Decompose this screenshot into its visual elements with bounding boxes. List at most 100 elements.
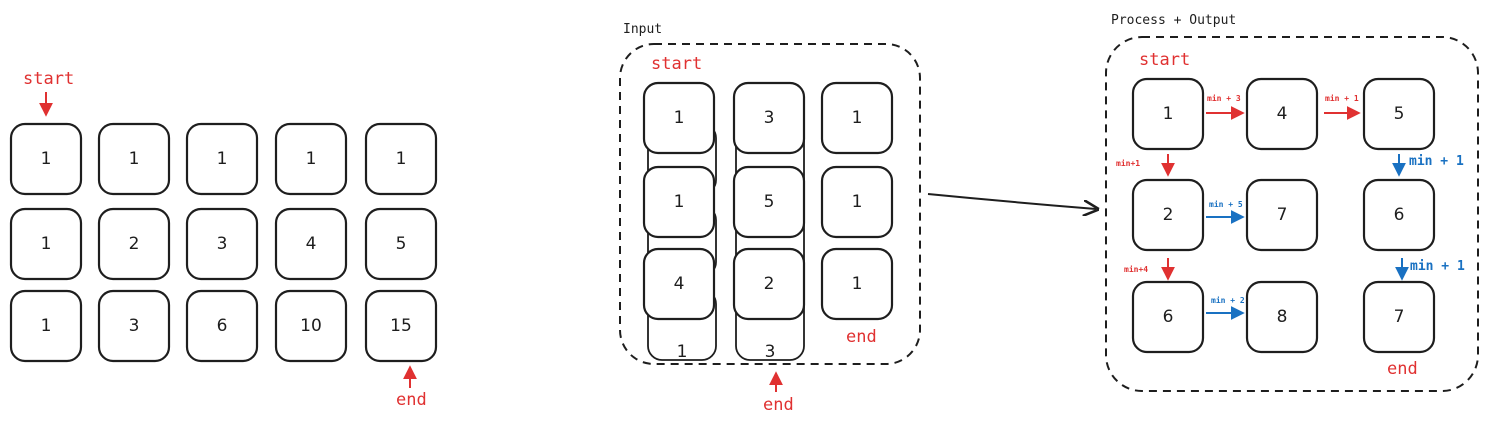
input-cell-r1-c1-box <box>732 165 806 239</box>
left-cell-r1-c3-value: 4 <box>306 234 317 254</box>
input-cell-r0-c1-value: 3 <box>764 108 775 128</box>
output-cell-r0-c0-box <box>1131 77 1205 151</box>
output-cell-r2-c2-value: 7 <box>1394 307 1405 327</box>
out-label-c2-v2: min + 1 <box>1410 259 1465 274</box>
input-cell-r1-c2: 1 <box>820 165 894 239</box>
left-cell-r0-c3-box <box>274 122 348 196</box>
left-cell-r2-c2: 6 <box>185 289 259 363</box>
out-label-c0-v1: min+1 <box>1116 158 1140 168</box>
output-cell-r2-c1-box <box>1245 280 1319 354</box>
output-cell-r1-c2: 6 <box>1362 178 1436 252</box>
output-cell-r0-c2: 5 <box>1362 77 1436 151</box>
left-cell-r0-c1-box <box>97 122 171 196</box>
output-end-label: end <box>1387 359 1418 379</box>
input-cell-r0-c2-box <box>820 81 894 155</box>
left-cell-r1-c1-box <box>97 207 171 281</box>
output-cell-r1-c2-box <box>1362 178 1436 252</box>
input-peek-value-r2-c1: 3 <box>765 342 776 362</box>
left-cell-r1-c3-box <box>274 207 348 281</box>
output-cell-r0-c0-value: 1 <box>1163 104 1174 124</box>
input-title: Input <box>623 22 662 37</box>
left-cell-r0-c1-value: 1 <box>129 149 140 169</box>
input-cell-r0-c1-box <box>732 81 806 155</box>
input-start-label: start <box>651 54 702 74</box>
left-cell-r2-c3-value: 10 <box>300 316 322 336</box>
output-cell-r1-c0-value: 2 <box>1163 205 1174 225</box>
left-cell-r0-c3: 1 <box>274 122 348 196</box>
output-title: Process + Output <box>1111 13 1236 28</box>
output-cell-r2-c0-value: 6 <box>1163 307 1174 327</box>
input-cell-r2-c2-box <box>820 247 894 321</box>
input-to-output-arrow <box>927 193 1096 209</box>
left-cell-r0-c4-value: 1 <box>396 149 407 169</box>
left-cell-r1-c0: 1 <box>9 207 83 281</box>
left-cell-r2-c4-box <box>364 289 438 363</box>
output-cell-r0-c2-value: 5 <box>1394 104 1405 124</box>
input-cell-r1-c0-value: 1 <box>674 192 685 212</box>
input-cell-r2-c0-value: 4 <box>674 274 685 294</box>
output-cell-r1-c2-value: 6 <box>1394 205 1405 225</box>
left-cell-r1-c4-box <box>364 207 438 281</box>
output-cell-r2-c1: 8 <box>1245 280 1319 354</box>
left-cell-r2-c4-value: 15 <box>390 316 412 336</box>
input-end-label-outside: end <box>763 395 794 415</box>
output-cell-r0-c2-box <box>1362 77 1436 151</box>
output-cell-r2-c1-value: 8 <box>1277 307 1288 327</box>
input-cell-r1-c0: 1 <box>642 165 716 239</box>
out-label-r0-h2: min + 1 <box>1325 93 1359 103</box>
input-cell-r0-c2-value: 1 <box>852 108 863 128</box>
input-cell-r1-c2-value: 1 <box>852 192 863 212</box>
left-cell-r2-c0: 1 <box>9 289 83 363</box>
output-cell-r2-c0-box <box>1131 280 1205 354</box>
input-stacked-cells: 111213 <box>647 123 805 362</box>
left-cell-r0-c0-value: 1 <box>41 149 52 169</box>
input-cell-r0-c0-box <box>642 81 716 155</box>
left-cell-r0-c2-value: 1 <box>217 149 228 169</box>
input-cell-r2-c2-value: 1 <box>852 274 863 294</box>
input-cell-r0-c0: 1 <box>642 81 716 155</box>
output-cell-r0-c1: 4 <box>1245 77 1319 151</box>
input-cell-r1-c2-box <box>820 165 894 239</box>
output-cell-r2-c2: 7 <box>1362 280 1436 354</box>
left-cell-r1-c3: 4 <box>274 207 348 281</box>
left-cell-r2-c1: 3 <box>97 289 171 363</box>
input-cell-r2-c1-value: 2 <box>764 274 775 294</box>
input-cell-r1-c1: 5 <box>732 165 806 239</box>
out-label-r2-h1: min + 2 <box>1211 295 1245 305</box>
output-cell-r1-c0-box <box>1131 178 1205 252</box>
left-cell-r2-c1-value: 3 <box>129 316 140 336</box>
out-label-c2-v1: min + 1 <box>1409 154 1464 169</box>
left-end-label: end <box>396 390 427 410</box>
left-cell-r0-c1: 1 <box>97 122 171 196</box>
input-cell-r2-c1: 2 <box>732 247 806 321</box>
left-cell-r1-c1-value: 2 <box>129 234 140 254</box>
left-cell-r0-c0: 1 <box>9 122 83 196</box>
left-cell-r1-c4-value: 5 <box>396 234 407 254</box>
left-cell-r2-c2-box <box>185 289 259 363</box>
left-cell-r1-c0-box <box>9 207 83 281</box>
output-cell-r2-c0: 6 <box>1131 280 1205 354</box>
input-cell-r2-c0: 4 <box>642 247 716 321</box>
output-frame <box>1105 36 1479 392</box>
out-label-r1-h1: min + 5 <box>1209 199 1243 209</box>
left-cell-r0-c2-box <box>185 122 259 196</box>
out-label-c0-v2: min+4 <box>1124 264 1148 274</box>
left-cell-r0-c2: 1 <box>185 122 259 196</box>
input-cell-r0-c0-value: 1 <box>674 108 685 128</box>
input-cell-r1-c0-box <box>642 165 716 239</box>
input-grid-cells: 1 3 1 1 5 1 4 2 1 <box>642 81 894 321</box>
output-cell-r0-c1-value: 4 <box>1277 104 1288 124</box>
output-cell-r0-c1-box <box>1245 77 1319 151</box>
left-cell-r2-c0-value: 1 <box>41 316 52 336</box>
left-cell-r1-c1: 2 <box>97 207 171 281</box>
output-cell-r2-c2-box <box>1362 280 1436 354</box>
input-cell-r0-c1: 3 <box>732 81 806 155</box>
input-frame <box>619 43 921 365</box>
left-cell-r1-c2-value: 3 <box>217 234 228 254</box>
input-end-label-inside: end <box>846 327 877 347</box>
left-cell-r1-c2: 3 <box>185 207 259 281</box>
